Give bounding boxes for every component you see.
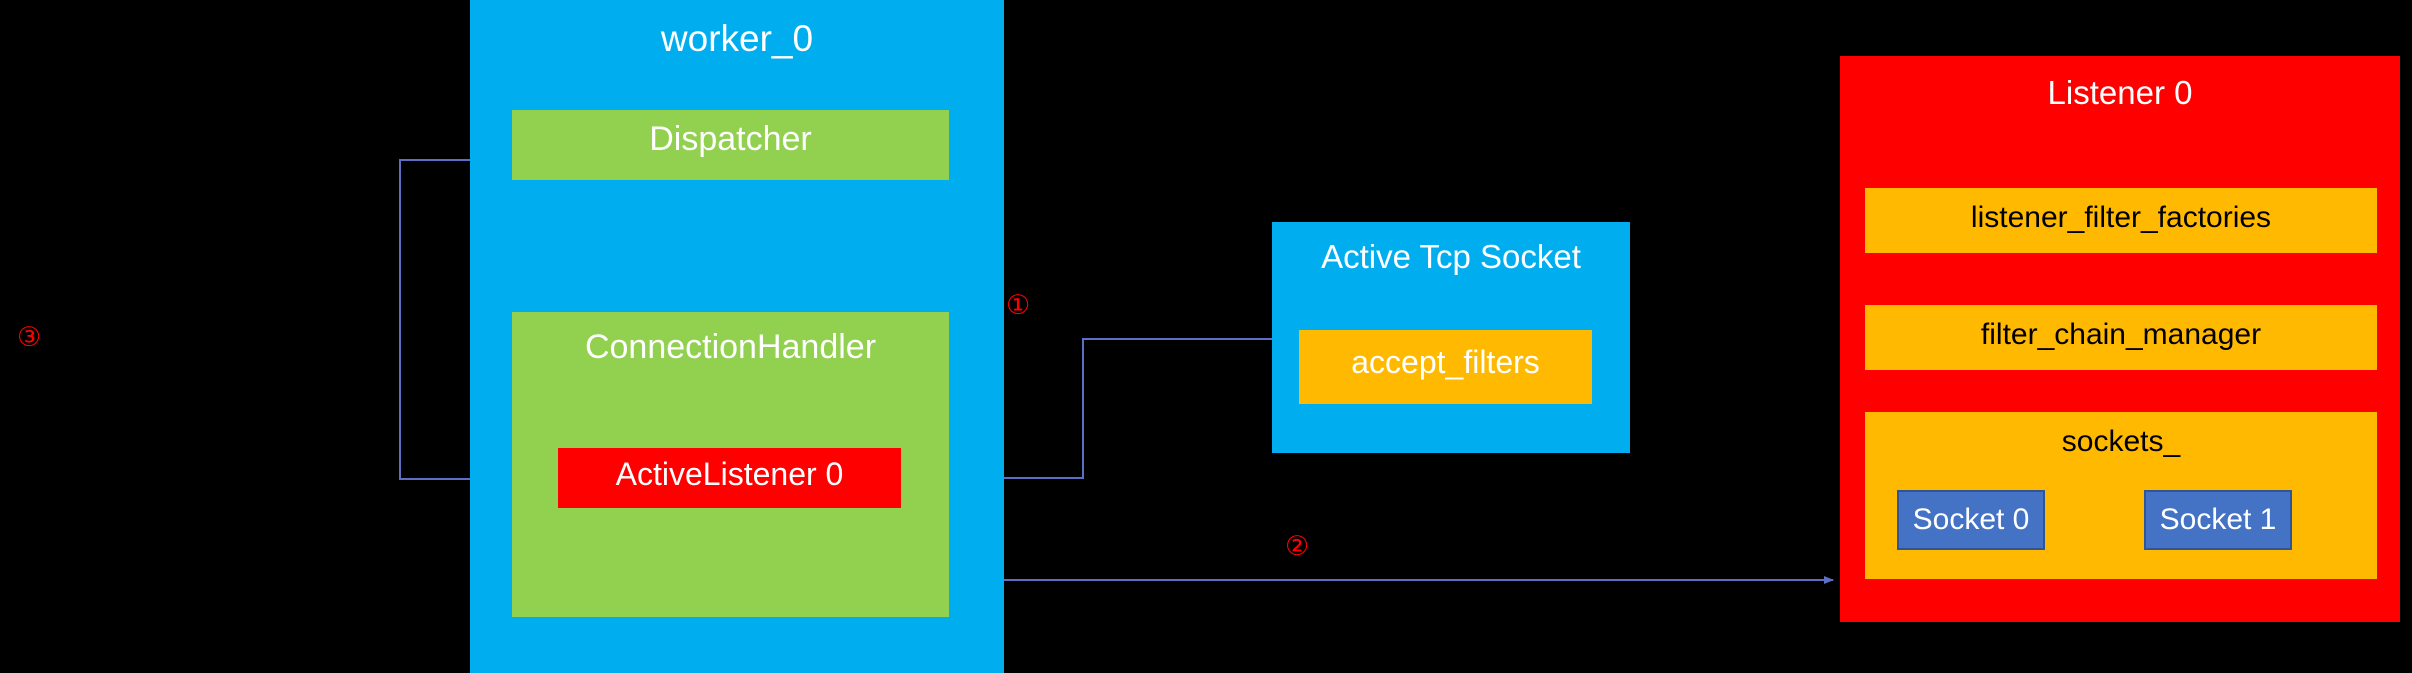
worker-title: worker_0	[660, 18, 814, 59]
socket-1-chip: Socket 1	[2144, 490, 2292, 550]
active-tcp-socket-title: Active Tcp Socket	[1321, 238, 1581, 275]
accept-filters-box: accept_filters	[1299, 330, 1592, 404]
filter-chain-manager-label: filter_chain_manager	[1980, 318, 2262, 351]
filter-chain-manager-box: filter_chain_manager	[1865, 305, 2377, 370]
step-1-marker: ①	[1006, 290, 1031, 321]
connection-handler-label: ConnectionHandler	[584, 328, 877, 366]
socket-1-label: Socket 1	[2159, 503, 2277, 536]
listener-title: Listener 0	[2047, 74, 2193, 111]
accept-filters-label: accept_filters	[1351, 344, 1540, 380]
active-listener-label: ActiveListener 0	[615, 456, 844, 492]
sockets-label: sockets_	[2061, 425, 2181, 458]
listener-filter-factories-box: listener_filter_factories	[1865, 188, 2377, 253]
step-2-marker: ②	[1285, 531, 1310, 562]
dispatcher-box: Dispatcher	[512, 110, 949, 180]
dispatcher-label: Dispatcher	[649, 120, 812, 158]
listener-filter-factories-label: listener_filter_factories	[1970, 201, 2272, 234]
socket-0-label: Socket 0	[1912, 503, 2030, 536]
step-3-marker: ③	[17, 322, 42, 353]
active-listener-box: ActiveListener 0	[558, 448, 901, 508]
socket-0-chip: Socket 0	[1897, 490, 2045, 550]
